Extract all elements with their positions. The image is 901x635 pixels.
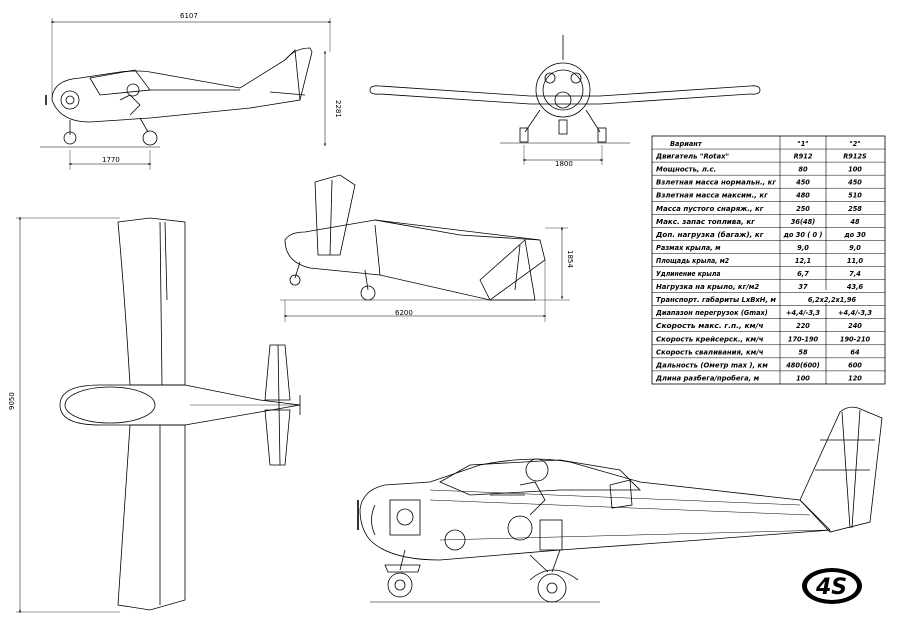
- table-row-value-1: 58: [798, 348, 808, 356]
- front-view: [369, 35, 761, 165]
- table-row-value-1: 6,7: [797, 270, 809, 278]
- table-row-value-2: 7,4: [849, 270, 861, 278]
- table-row-label: Транспорт. габариты LxBxH, м: [656, 296, 777, 304]
- dim-track: 1800: [555, 160, 573, 168]
- dim-fuselage-length: 6200: [395, 309, 413, 317]
- table-row: Скорость макс. г.п., км/ч 220 240: [656, 322, 862, 330]
- table-row-value-1: 80: [798, 166, 808, 174]
- table-row-value-2: R912S: [843, 153, 867, 161]
- table-row-label: Скорость крейсерск., км/ч: [656, 335, 764, 343]
- dim-span: 9050: [8, 392, 16, 410]
- table-row: Двигатель "Rotax" R912 R912S: [655, 153, 867, 161]
- dim-side-length: 6107: [180, 12, 198, 20]
- dim-side-height: 2281: [334, 100, 342, 118]
- table-row-value-2: 450: [848, 179, 862, 187]
- table-row: Скорость крейсерск., км/ч 170-190 190-210: [656, 335, 871, 343]
- table-row-label: Длина разбега/пробега, м: [655, 374, 760, 382]
- table-row-value-2: 258: [848, 205, 862, 213]
- table-row-value-1: 220: [796, 322, 810, 330]
- logo-badge: 4S: [802, 568, 862, 604]
- table-row-label: Нагрузка на крыло, кг/м2: [656, 283, 760, 291]
- side-view-small: [40, 18, 332, 170]
- table-row-value-1: 170-190: [788, 335, 819, 343]
- table-row: Диапазон перегрузок (Gmax) +4,4/-3,3 +4,4/…: [655, 309, 872, 317]
- table-row-value-2: 48: [850, 218, 860, 226]
- table-row: Скорость сваливания, км/ч 58 64: [656, 348, 860, 356]
- table-row-label: Площадь крыла, м2: [656, 257, 729, 265]
- table-header-col1: "1": [797, 140, 808, 148]
- table-row: Масса пустого снаряж., кг 250 258: [656, 205, 862, 213]
- table-row-value-1: 450: [796, 179, 810, 187]
- table-row: Удлинение крыла 6,7 7,4: [656, 270, 861, 278]
- table-row-value-1: 100: [796, 374, 810, 382]
- table-row-value-1: R912: [794, 153, 813, 161]
- table-row-value-2: 600: [848, 361, 862, 369]
- table-row-label: Размах крыла, м: [656, 244, 721, 252]
- table-row-value-2: 120: [848, 374, 862, 382]
- logo-text: 4S: [815, 575, 847, 600]
- table-row: Дальность (Ометр max ), км 480(600) 600: [655, 361, 862, 369]
- table-row-value-1: 36(48): [791, 218, 815, 226]
- table-row-value-2: 240: [848, 322, 862, 330]
- table-row: Транспорт. габариты LxBxH, м 6,2x2,2x1,96: [656, 296, 856, 304]
- table-row-label: Диапазон перегрузок (Gmax): [655, 309, 768, 317]
- table-row-value-2: 11,0: [847, 257, 864, 265]
- table-row-value-1: 480(600): [786, 361, 820, 369]
- table-row-value-2: до 30: [843, 231, 866, 239]
- table-row: Макс. запас топлива, кг 36(48) 48: [656, 218, 860, 226]
- table-row: Доп. нагрузка (багаж), кг до 30 ( 0 ) до 3…: [655, 231, 866, 239]
- dim-fuselage-height: 1854: [566, 250, 574, 268]
- table-row-label: Масса пустого снаряж., кг: [656, 205, 764, 213]
- specs-table: Вариант "1" "2" Двигатель "Rotax" R912 R91…: [651, 135, 886, 385]
- table-row-label: Скорость сваливания, км/ч: [656, 348, 764, 356]
- table-row-label: Доп. нагрузка (багаж), кг: [655, 231, 764, 239]
- table-row-value-1: 250: [796, 205, 810, 213]
- table-row-value-1: 480: [796, 192, 810, 200]
- side-view-large: [357, 406, 883, 603]
- table-row-value-2: 100: [848, 166, 862, 174]
- dim-gear-base: 1770: [102, 156, 120, 164]
- table-row: Размах крыла, м 9,0 9,0: [656, 244, 861, 252]
- table-row: Длина разбега/пробега, м 100 120: [655, 374, 862, 382]
- table-row: Мощность, л.с. 80 100: [656, 166, 862, 174]
- table-row-value-1: 9,0: [797, 244, 809, 252]
- table-row-value-1: 37: [798, 283, 808, 291]
- table-row-value-2: 190-210: [840, 335, 871, 343]
- table-row-value-1: +4,4/-3,3: [786, 309, 820, 317]
- table-row-value-1: до 30 ( 0 ): [783, 231, 823, 239]
- table-row-label: Скорость макс. г.п., км/ч: [656, 322, 764, 330]
- table-row-value-merged: 6,2x2,2x1,96: [808, 296, 857, 304]
- table-header-label: Вариант: [670, 140, 703, 148]
- table-row: Нагрузка на крыло, кг/м2 37 43,6: [656, 283, 864, 291]
- table-row: Взлетная масса нормальн., кг 450 450: [656, 179, 862, 187]
- table-row-label: Макс. запас топлива, кг: [656, 218, 755, 226]
- table-row-label: Мощность, л.с.: [656, 166, 716, 174]
- table-row-label: Дальность (Ометр max ), км: [655, 361, 768, 369]
- table-row-label: Взлетная масса нормальн., кг: [656, 179, 777, 187]
- side-view-folded: [280, 174, 570, 322]
- table-row-label: Удлинение крыла: [656, 270, 721, 278]
- table-row-value-2: +4,4/-3,3: [838, 309, 872, 317]
- table-row-value-2: 510: [848, 192, 862, 200]
- table-row-value-1: 12,1: [795, 257, 811, 265]
- table-row: Взлетная масса максим., кг 480 510: [656, 192, 862, 200]
- table-header-col2: "2": [849, 140, 860, 148]
- table-row-value-2: 43,6: [847, 283, 864, 291]
- table-row: Площадь крыла, м2 12,1 11,0: [656, 257, 864, 265]
- table-row-value-2: 9,0: [849, 244, 861, 252]
- table-row-label: Взлетная масса максим., кг: [656, 192, 768, 200]
- top-view: [16, 216, 301, 614]
- table-row-value-2: 64: [850, 348, 860, 356]
- table-row-label: Двигатель "Rotax": [655, 153, 729, 161]
